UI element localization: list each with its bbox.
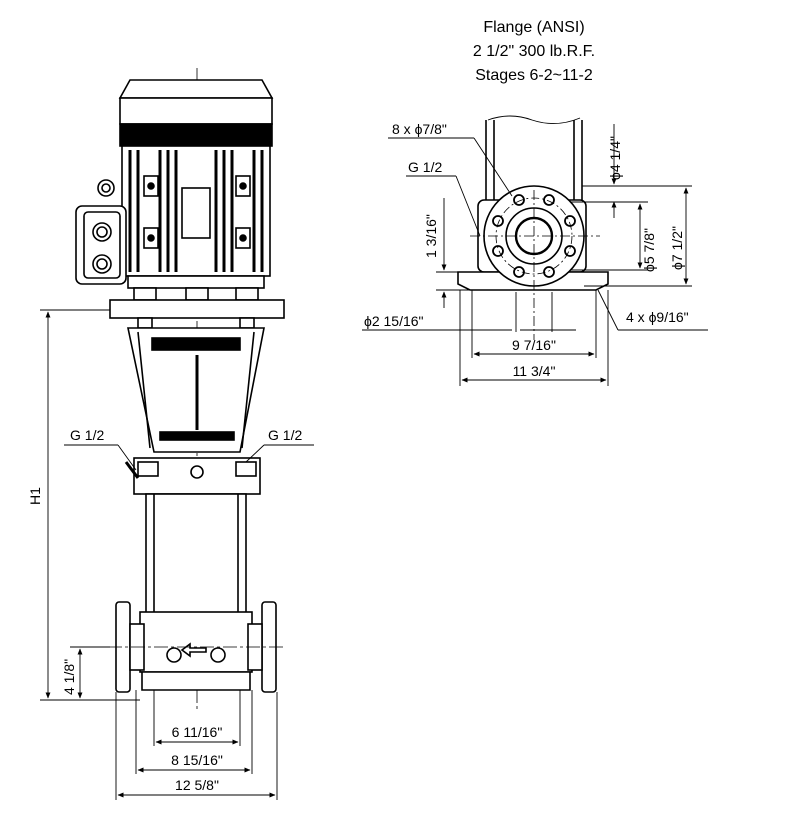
motor-collar: [119, 123, 273, 147]
lifting-eye: [97, 179, 115, 197]
dim-holes-label: 9 7/16": [512, 337, 556, 353]
height-h1-label: H1: [27, 487, 43, 505]
pump-barrel: [145, 493, 247, 617]
motor-cap: [118, 79, 274, 99]
dia-outer-label: ϕ7 1/2": [669, 226, 685, 270]
dia-inner-label: ϕ4 1/4": [607, 136, 623, 180]
dia-middle-label: ϕ5 7/8": [641, 228, 657, 272]
flange-top-view: [362, 115, 708, 386]
front-port-left-label: G 1/2: [70, 427, 104, 443]
dim-inner-label: 6 11/16": [172, 724, 223, 740]
bolt-holes: [492, 194, 576, 278]
front-port-right-label: G 1/2: [268, 427, 302, 443]
title-line-2: 2 1/2" 300 lb.R.F.: [473, 43, 595, 60]
dim-base-label: 11 3/4": [513, 363, 556, 379]
title-line-1: Flange (ANSI): [483, 19, 584, 36]
dia-bore-label: ϕ2 15/16": [364, 313, 424, 329]
bolt-holes-label: 8 x ϕ7/8": [392, 121, 447, 137]
nameplate: [181, 187, 211, 239]
base-holes-label: 4 x ϕ9/16": [626, 309, 689, 325]
pump-front-view: [40, 68, 314, 800]
dim-middle-label: 8 15/16": [171, 752, 223, 768]
motor-top-band: [119, 97, 273, 125]
dim-overall-label: 12 5/8": [175, 777, 219, 793]
flange-port-label: G 1/2: [408, 159, 442, 175]
base-height-label: 4 1/8": [61, 659, 77, 695]
pump-base: [139, 611, 253, 673]
title-line-3: Stages 6-2~11-2: [475, 67, 593, 84]
offset-height-label: 1 3/16": [423, 214, 439, 258]
motor-flange: [109, 299, 285, 319]
